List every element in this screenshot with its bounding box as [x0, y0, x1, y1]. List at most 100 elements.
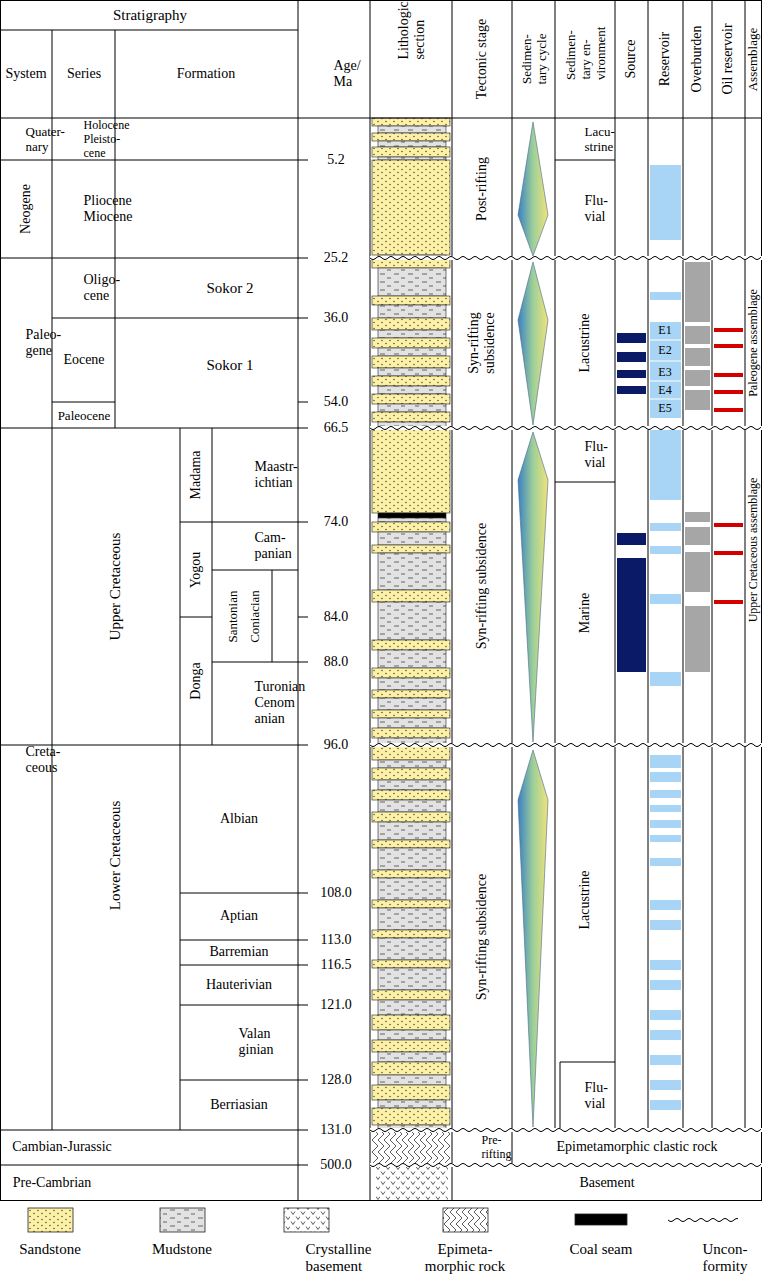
stratigraphic-unit: Paleo- gene — [26, 327, 27, 359]
grid-line — [0, 428, 308, 429]
reservoir-bar — [650, 672, 681, 686]
stratigraphic-unit: Pre-Cambrian — [13, 1175, 92, 1191]
stratigraphic-unit: Oligo- cene — [84, 272, 85, 304]
reservoir-unit: E3 — [658, 365, 671, 379]
sedimentary-environment: Lacustrine — [577, 313, 593, 372]
grid-line — [212, 662, 308, 663]
age-value: 96.0 — [324, 737, 349, 753]
column-header: Overburden — [689, 26, 705, 93]
oil-reservoir-bar — [714, 373, 743, 377]
unconformity-layer — [370, 256, 762, 1167]
stratigraphic-unit: Yogou — [188, 552, 204, 589]
grid-line — [180, 1005, 308, 1006]
column-header: Source — [623, 40, 639, 79]
sandstone-bed — [372, 728, 450, 738]
grid-line — [615, 0, 616, 1130]
assemblage-label: Paleogene assemblage — [746, 289, 760, 397]
mudstone-swatch — [160, 1208, 205, 1232]
tectonic-stage: Pre- rifting — [482, 1133, 483, 1161]
sandstone-bed — [372, 545, 450, 553]
source-bar — [617, 533, 646, 545]
age-value: 128.0 — [320, 1072, 352, 1088]
stratigraphic-unit: Cambian-Jurassic — [12, 1139, 112, 1155]
reservoir-unit: E4 — [658, 383, 671, 397]
legend-item — [28, 1208, 73, 1232]
overburden-bar — [685, 262, 710, 322]
sandstone-bed — [372, 840, 450, 848]
oil-reservoir-bar — [714, 551, 743, 555]
mudstone-bed — [378, 268, 446, 296]
stratigraphic-unit: Sokor 1 — [206, 357, 253, 374]
overburden-bar — [685, 370, 710, 386]
mudstone-bed — [378, 157, 446, 160]
grid-line — [0, 258, 308, 259]
grid-layer — [0, 0, 762, 1201]
reservoir-bar — [650, 980, 681, 990]
stratigraphic-unit: Aptian — [220, 908, 258, 924]
grid-line — [298, 617, 308, 618]
sedimentary-environment: Basement — [579, 1175, 634, 1191]
oil-reservoir-bar — [714, 344, 743, 348]
mudstone-bed — [378, 938, 446, 960]
unconformity-line — [370, 744, 761, 747]
unconformity-line — [370, 427, 761, 430]
legend-item — [284, 1208, 329, 1232]
age-value: 108.0 — [320, 885, 352, 901]
sandstone-bed — [372, 668, 450, 678]
reservoir-bar — [650, 1055, 681, 1065]
sandstone-bed — [372, 768, 450, 780]
stratigraphic-unit: Santonian — [225, 590, 240, 642]
reservoir-bar — [650, 835, 681, 842]
sandstone-bed — [372, 640, 450, 650]
unconformity-swatch — [668, 1219, 738, 1222]
grid-line — [115, 30, 116, 428]
overburden-bar — [685, 552, 710, 592]
grid-line — [180, 428, 181, 1130]
legend-item — [160, 1208, 205, 1232]
age-value: 25.2 — [324, 250, 349, 266]
stratigraphic-unit: Berriasian — [210, 1097, 268, 1113]
grid-line — [180, 1080, 308, 1081]
reservoir-bar — [650, 523, 681, 531]
mudstone-bed — [378, 126, 446, 133]
grid-line — [683, 0, 684, 1130]
unconformity-line — [370, 1164, 761, 1167]
stratigraphic-unit: Maastr- ichtian — [255, 459, 256, 491]
sandstone-bed — [372, 1108, 450, 1125]
reservoir-bar — [650, 772, 681, 782]
grid-line — [555, 160, 615, 161]
mudstone-bed — [378, 368, 446, 376]
legend-label: Coal seam — [570, 1241, 633, 1258]
mudstone-bed — [378, 553, 446, 590]
sedimentary-cycle — [518, 432, 548, 742]
tectonic-stage: Syn-rifting subsidence — [474, 874, 490, 1000]
sandstone-bed — [372, 1040, 450, 1052]
reservoir-bar — [650, 1080, 681, 1090]
mudstone-bed — [378, 1030, 446, 1040]
grid-line — [512, 0, 513, 1165]
sandstone-bed — [372, 522, 450, 532]
age-value: 121.0 — [320, 997, 352, 1013]
fill-layer — [372, 118, 743, 1200]
sandstone-bed — [372, 394, 450, 404]
mudstone-bed — [378, 141, 446, 147]
reservoir-bar — [650, 594, 681, 604]
coal-seam-swatch — [575, 1214, 627, 1225]
mudstone-bed — [378, 678, 446, 690]
stratigraphic-unit: Cam- panian — [255, 530, 256, 562]
grid-line — [712, 0, 713, 1130]
legend-label: Epimeta- morphic rock — [425, 1241, 506, 1275]
sandstone-bed — [372, 356, 450, 368]
reservoir-bar — [650, 546, 681, 554]
mudstone-bed — [378, 718, 446, 728]
stratigraphic-unit: Neogene — [18, 184, 34, 234]
sedimentary-environment: Epimetamorphic clastic rock — [557, 1139, 718, 1155]
crystalline-basement — [376, 1165, 448, 1200]
sandstone-bed — [372, 118, 450, 126]
grid-line — [212, 428, 213, 745]
sedimentary-environment: Flu- vial — [585, 439, 586, 471]
overburden-bar — [685, 606, 710, 672]
reservoir-bar — [650, 805, 681, 812]
sandstone-swatch — [28, 1208, 73, 1232]
tectonic-stage: Syn-rifting subsidence — [474, 523, 490, 649]
